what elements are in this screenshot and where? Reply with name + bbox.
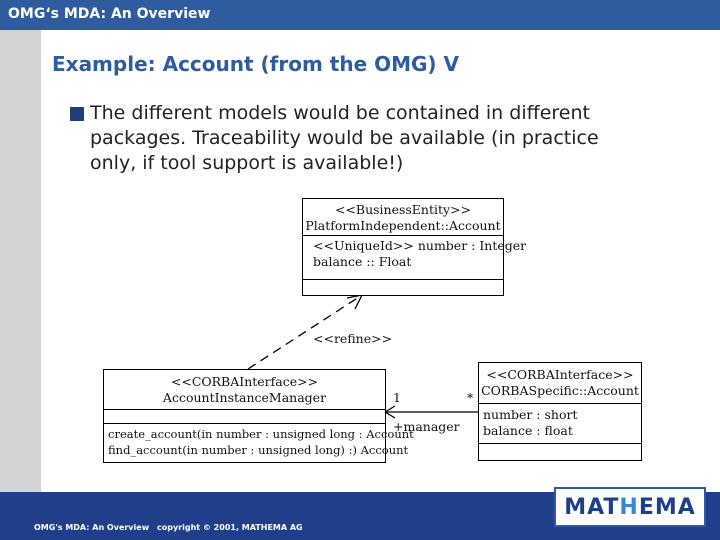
class-operations [479,444,641,458]
refine-arrowhead [346,294,364,310]
class-attributes [104,410,385,424]
platform-independent-account-class: <<BusinessEntity>> PlatformIndependent::… [302,198,527,296]
logo-part: EMA [638,494,696,520]
class-name: CORBASpecific::Account [481,383,639,398]
class-header: <<BusinessEntity>> PlatformIndependent::… [303,199,503,236]
footer-title: OMG's MDA: An Overview [34,523,150,532]
multiplicity-one-label: 1 [393,390,401,405]
account-instance-manager-class: <<CORBAInterface>> AccountInstanceManage… [103,369,414,463]
multiplicity-many-label: * [467,390,474,405]
class-operation: create_account(in number : unsigned long… [108,427,414,441]
class-attribute: balance : float [483,423,573,438]
class-header: <<CORBAInterface>> CORBASpecific::Accoun… [479,363,641,404]
class-operation: find_account(in number : unsigned long) … [108,443,409,457]
class-name: PlatformIndependent::Account [305,218,501,233]
header-title: OMG‘s MDA: An Overview [8,6,211,22]
class-stereotype: <<CORBAInterface>> [486,367,634,382]
class-stereotype: <<CORBAInterface>> [170,374,319,389]
logo-part: MAT [564,494,620,520]
refine-label: <<refine>> [313,331,393,346]
bullet-line: The different models would be contained … [90,102,590,124]
refine-dependency-line [247,296,360,370]
class-operations: create_account(in number : unsigned long… [104,424,414,461]
class-attribute: balance :: Float [313,254,412,269]
bullet-text: The different models would be contained … [90,101,690,176]
footer-copyright: copyright © 2001, MATHEMA AG [157,523,303,532]
bullet-line: only, if tool support is available!) [90,152,404,174]
slide-title: Example: Account (from the OMG) V [52,52,460,76]
class-attribute: number : short [483,407,578,422]
class-attribute: <<UniqueId>> number : Integer [313,238,527,253]
bullet-square-icon [70,107,84,121]
corba-specific-account-class: <<CORBAInterface>> CORBASpecific::Accoun… [478,362,642,461]
header-bar: OMG‘s MDA: An Overview [0,0,720,30]
logo-text: MATHEMA [564,495,696,520]
class-stereotype: <<BusinessEntity>> [334,202,472,217]
class-name: AccountInstanceManager [162,390,327,405]
class-header: <<CORBAInterface>> AccountInstanceManage… [104,370,385,410]
class-attributes: <<UniqueId>> number : Integer balance ::… [303,236,527,280]
class-attributes: number : short balance : float [479,404,641,444]
role-manager-label: +manager [393,419,460,434]
left-sidebar-strip [0,30,41,492]
class-operations [303,280,503,293]
mathema-logo: MATHEMA [554,487,706,527]
bullet-line: packages. Traceability would be availabl… [90,127,599,149]
logo-part-accent: H [619,494,639,520]
